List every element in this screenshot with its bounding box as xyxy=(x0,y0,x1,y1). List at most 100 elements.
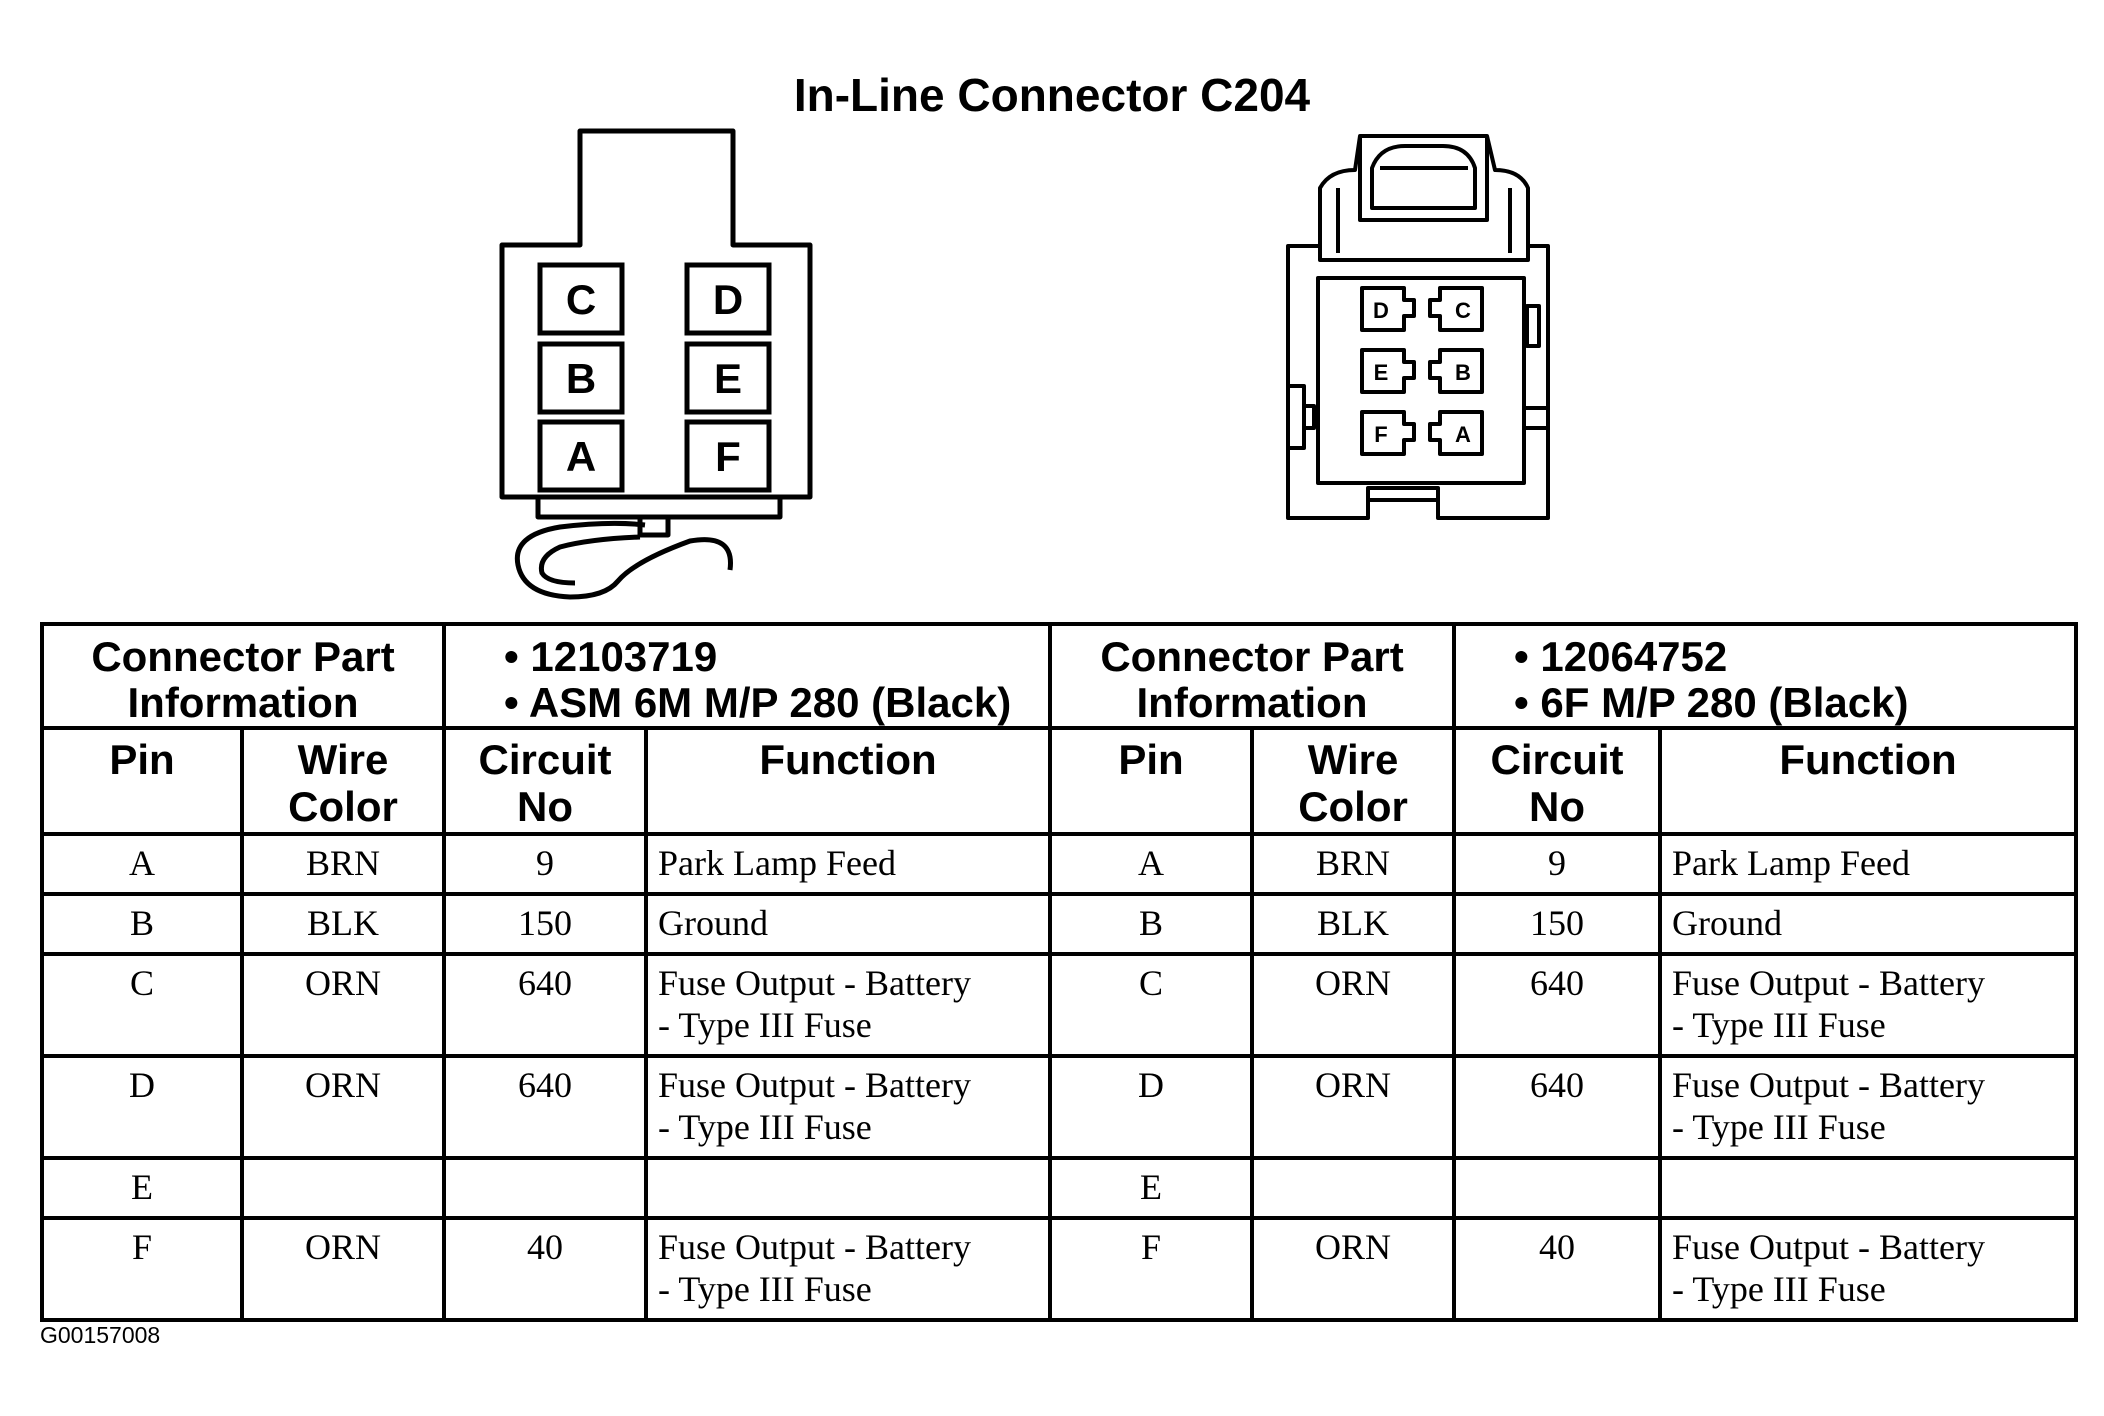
pin-cell: F xyxy=(1048,1216,1255,1322)
function-cell: Fuse Output - Battery- Type III Fuse xyxy=(1658,1216,2079,1322)
circuit-no-cell: 9 xyxy=(1452,832,1663,896)
part-info-value-right: • 12064752 • 6F M/P 280 (Black) xyxy=(1452,622,2079,730)
wire-color-cell: ORN xyxy=(240,1216,446,1322)
figure-code: G00157008 xyxy=(40,1322,161,1348)
circuit-no-cell: 640 xyxy=(1452,952,1663,1058)
pin-label: C xyxy=(1455,298,1471,323)
function-line: - Type III Fuse xyxy=(1672,1005,1886,1045)
function-cell: Fuse Output - Battery- Type III Fuse xyxy=(1658,1054,2079,1160)
col-header-line: Wire xyxy=(1307,736,1399,783)
col-header-pin: Pin xyxy=(40,726,244,836)
part-number: • 12103719 xyxy=(504,633,718,680)
function-line: Fuse Output - Battery xyxy=(658,963,971,1003)
function-line: Fuse Output - Battery xyxy=(658,1227,971,1267)
function-line: Fuse Output - Battery xyxy=(1672,1065,1985,1105)
part-info-value-left: • 12103719 • ASM 6M M/P 280 (Black) xyxy=(441,622,1053,730)
function-line: Park Lamp Feed xyxy=(1672,843,1910,883)
col-header-line: No xyxy=(1529,783,1586,830)
part-info-label-right: Connector Part Information xyxy=(1048,622,1457,730)
wire-color-cell: ORN xyxy=(240,1054,446,1160)
wire-color-cell xyxy=(240,1156,446,1220)
diagram-title: In-Line Connector C204 xyxy=(793,69,1311,121)
col-header-line: Circuit xyxy=(478,736,612,783)
pin-label: B xyxy=(1455,360,1471,385)
col-header-line: Color xyxy=(1298,783,1408,830)
pin-cell: A xyxy=(40,832,244,896)
function-line: Ground xyxy=(658,903,768,943)
wire-color-cell xyxy=(1250,1156,1457,1220)
part-info-label-line: Connector Part xyxy=(91,633,395,680)
circuit-no-cell xyxy=(1452,1156,1663,1220)
circuit-no-cell: 150 xyxy=(442,892,648,956)
pin-label: D xyxy=(1373,298,1389,323)
wire-color-cell: ORN xyxy=(1250,1216,1457,1322)
col-header-line: Circuit xyxy=(1490,736,1624,783)
function-cell: Park Lamp Feed xyxy=(1658,832,2079,896)
part-info-label-line: Information xyxy=(1136,679,1368,726)
col-header-line: Color xyxy=(288,783,398,830)
function-cell: Park Lamp Feed xyxy=(643,832,1053,896)
pin-label: E xyxy=(1374,360,1389,385)
col-header-function: Function xyxy=(643,726,1053,836)
col-header-line: Wire xyxy=(297,736,389,783)
circuit-no-cell: 640 xyxy=(442,1054,648,1160)
function-line: Fuse Output - Battery xyxy=(1672,1227,1985,1267)
pin-label: C xyxy=(566,276,596,323)
part-number: • 12064752 xyxy=(1514,633,1728,680)
wire-color-cell: BRN xyxy=(240,832,446,896)
circuit-no-cell: 40 xyxy=(1452,1216,1663,1322)
connector-face-left: C D B E A F xyxy=(499,128,813,600)
pin-cell: C xyxy=(40,952,244,1058)
pin-cell: F xyxy=(40,1216,244,1322)
pin-label: F xyxy=(715,433,741,480)
pin-label: B xyxy=(566,355,596,402)
part-description: • ASM 6M M/P 280 (Black) xyxy=(504,679,1012,726)
function-line: - Type III Fuse xyxy=(1672,1269,1886,1309)
wire-color-cell: BRN xyxy=(1250,832,1457,896)
function-line: - Type III Fuse xyxy=(658,1107,872,1147)
pin-label: F xyxy=(1374,422,1387,447)
function-line: Park Lamp Feed xyxy=(658,843,896,883)
pin-cell: B xyxy=(1048,892,1255,956)
part-info-label-line: Connector Part xyxy=(1100,633,1404,680)
function-line: - Type III Fuse xyxy=(1672,1107,1886,1147)
function-cell xyxy=(643,1156,1053,1220)
pin-label: A xyxy=(566,433,596,480)
function-cell: Ground xyxy=(1658,892,2079,956)
function-cell: Fuse Output - Battery- Type III Fuse xyxy=(643,1054,1053,1160)
circuit-no-cell: 40 xyxy=(442,1216,648,1322)
pin-label: D xyxy=(713,276,743,323)
pin-label: A xyxy=(1455,422,1471,447)
pin-cell: C xyxy=(1048,952,1255,1058)
wire-color-cell: BLK xyxy=(1250,892,1457,956)
wire-color-cell: ORN xyxy=(1250,952,1457,1058)
function-line: Fuse Output - Battery xyxy=(658,1065,971,1105)
function-line: Ground xyxy=(1672,903,1783,943)
function-line: Fuse Output - Battery xyxy=(1672,963,1985,1003)
function-line: - Type III Fuse xyxy=(658,1269,872,1309)
circuit-no-cell xyxy=(442,1156,648,1220)
function-cell: Fuse Output - Battery- Type III Fuse xyxy=(1658,952,2079,1058)
function-line: - Type III Fuse xyxy=(658,1005,872,1045)
pin-label: E xyxy=(714,355,742,402)
part-description: • 6F M/P 280 (Black) xyxy=(1514,679,1909,726)
pin-cell: B xyxy=(40,892,244,956)
wire-color-cell: ORN xyxy=(240,952,446,1058)
function-cell: Ground xyxy=(643,892,1053,956)
function-cell xyxy=(1658,1156,2079,1220)
function-cell: Fuse Output - Battery- Type III Fuse xyxy=(643,952,1053,1058)
pin-cell: D xyxy=(40,1054,244,1160)
part-info-label-line: Information xyxy=(127,679,359,726)
part-info-label-left: Connector Part Information xyxy=(40,622,446,730)
wire-color-cell: ORN xyxy=(1250,1054,1457,1160)
pin-cell: D xyxy=(1048,1054,1255,1160)
